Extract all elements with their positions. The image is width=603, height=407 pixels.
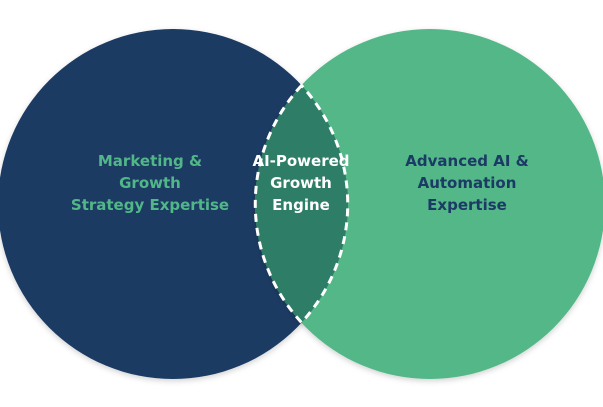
left-label-line: Strategy Expertise (70, 196, 230, 214)
center-label-line: Engine (272, 196, 330, 214)
center-intersection-label: AI-Powered Growth Engine (228, 150, 374, 216)
right-label-line: Automation (417, 174, 517, 192)
right-label-line: Advanced AI & (405, 152, 529, 170)
left-label-line: Marketing & (97, 152, 203, 170)
center-label-line: Growth (270, 174, 332, 192)
left-circle-label: Marketing & Growth Strategy Expertise (50, 150, 250, 216)
right-label-line: Expertise (427, 196, 507, 214)
right-circle-label: Advanced AI & Automation Expertise (367, 150, 567, 216)
right-circle (255, 29, 603, 379)
center-label-line: AI-Powered (252, 152, 350, 170)
left-label-line: Growth (119, 174, 181, 192)
intersection-dashed-outline (253, 83, 350, 325)
left-circle (0, 29, 348, 379)
